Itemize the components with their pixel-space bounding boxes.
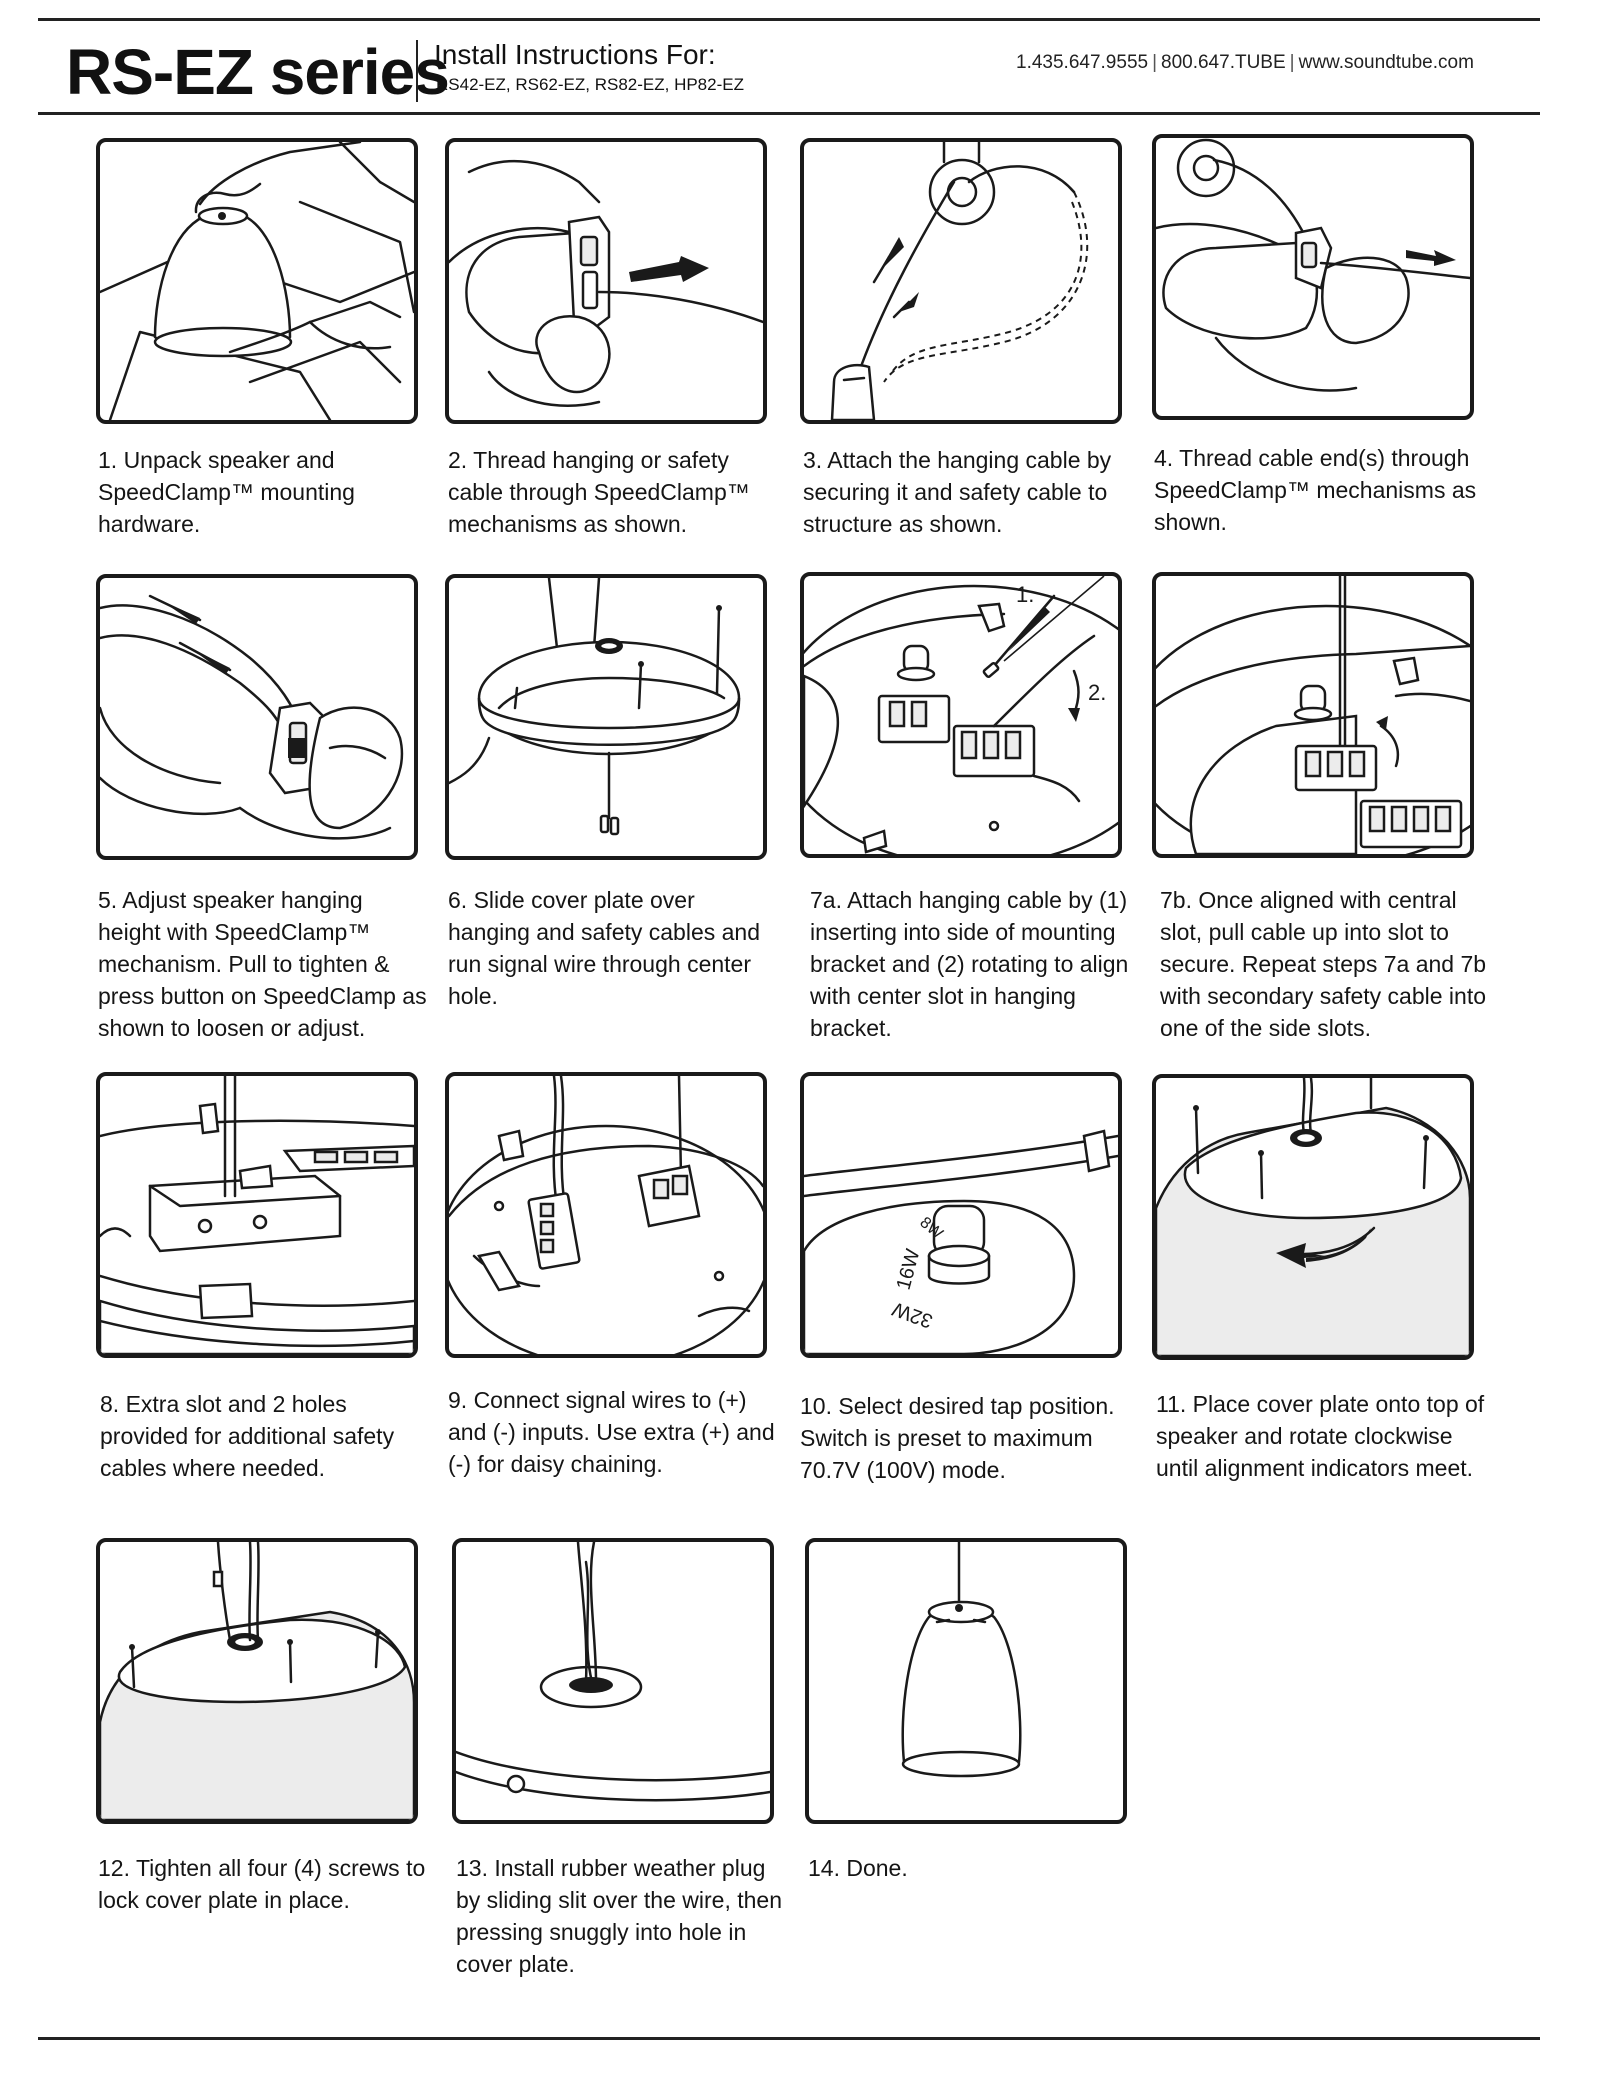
- step-2-panel: [445, 138, 767, 424]
- model-list: RS42-EZ, RS62-EZ, RS82-EZ, HP82-EZ: [436, 75, 744, 94]
- signal-wires-illustration: [449, 1076, 763, 1354]
- bracket-insert-illustration: 1. 2.: [804, 576, 1118, 854]
- rotate-cover-illustration: [1156, 1078, 1470, 1356]
- series-title: RS-EZ series: [66, 36, 450, 108]
- step-10-caption: 10. Select desired tap position. Switch …: [800, 1393, 1115, 1483]
- step-14-caption: 14. Done.: [808, 1855, 908, 1881]
- step-4-caption: 4. Thread cable end(s) through SpeedClam…: [1154, 445, 1477, 535]
- thread-cable-illustration: [449, 159, 763, 407]
- step-11-caption: 11. Place cover plate onto top of speake…: [1156, 1391, 1485, 1481]
- website-link[interactable]: www.soundtube.com: [1298, 52, 1474, 73]
- phone-number-2: 800.647.TUBE: [1161, 52, 1286, 73]
- step-11-panel: [1152, 1074, 1474, 1360]
- step-7b-caption: 7b. Once aligned with central slot, pull…: [1160, 887, 1487, 1041]
- step-5-caption: 5. Adjust speaker hanging height with Sp…: [98, 887, 427, 1041]
- header-rule: [38, 112, 1540, 115]
- step-12-panel: [96, 1538, 418, 1824]
- step-7b-panel: [1152, 572, 1474, 858]
- step-7a-panel: 1. 2.: [800, 572, 1122, 858]
- weather-plug-illustration: [456, 1542, 770, 1802]
- step-7a-caption: 7a. Attach hanging cable by (1) insertin…: [810, 887, 1129, 1041]
- step-6-panel: [445, 574, 767, 860]
- bracket-slot-illustration: [1156, 576, 1470, 854]
- extra-slot-illustration: [100, 1076, 414, 1354]
- unpack-illustration: [100, 142, 414, 420]
- step-14-panel: [805, 1538, 1127, 1824]
- step-3-caption: 3. Attach the hanging cable by securing …: [803, 447, 1112, 537]
- step-5-panel: [96, 574, 418, 860]
- step-7a-label-1: 1.: [1016, 582, 1034, 607]
- step-9-caption: 9. Connect signal wires to (+) and (-) i…: [448, 1387, 775, 1477]
- title-separator: [416, 40, 418, 102]
- install-for-heading: Install Instructions For:: [434, 39, 716, 70]
- step-12-caption: 12. Tighten all four (4) screws to lock …: [98, 1855, 426, 1913]
- step-4-panel: [1152, 134, 1474, 420]
- step-1-caption: 1. Unpack speaker and SpeedClamp™ mounti…: [98, 447, 355, 537]
- step-13-caption: 13. Install rubber weather plug by slidi…: [456, 1855, 782, 1977]
- step-9-panel: [445, 1072, 767, 1358]
- step-8-panel: [96, 1072, 418, 1358]
- tap-switch-illustration: 16W 32W 8W: [804, 1129, 1118, 1354]
- done-illustration: [901, 1542, 1022, 1778]
- step-2-caption: 2. Thread hanging or safety cable throug…: [448, 447, 750, 537]
- contact-info: 1.435.647.9555|800.647.TUBE|www.soundtub…: [1016, 52, 1474, 73]
- step-10-panel: 16W 32W 8W: [800, 1072, 1122, 1358]
- step-6-caption: 6. Slide cover plate over hanging and sa…: [448, 887, 761, 1009]
- bottom-rule: [38, 2037, 1540, 2040]
- cover-plate-illustration: [449, 578, 741, 836]
- attach-cable-illustration: [830, 142, 1089, 420]
- step-1-panel: [96, 138, 418, 424]
- adjust-height-illustration: [100, 594, 404, 840]
- tighten-screws-illustration: [100, 1542, 414, 1820]
- step-7a-label-2: 2.: [1088, 680, 1106, 705]
- top-rule: [38, 18, 1540, 21]
- step-8-caption: 8. Extra slot and 2 holes provided for a…: [100, 1391, 395, 1481]
- phone-number-1: 1.435.647.9555: [1016, 52, 1149, 73]
- thread-end-illustration: [1156, 138, 1470, 392]
- step-3-panel: [800, 138, 1122, 424]
- step-13-panel: [452, 1538, 774, 1824]
